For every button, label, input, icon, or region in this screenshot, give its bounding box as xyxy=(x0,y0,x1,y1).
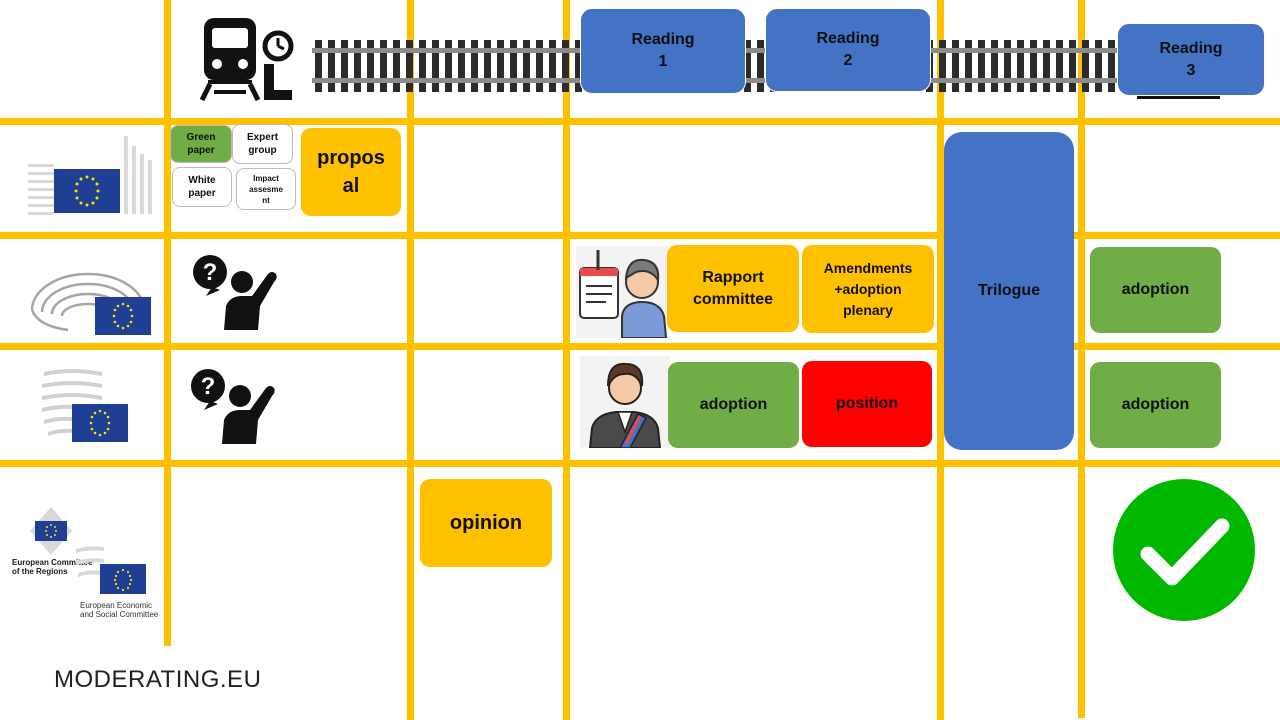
trilogue-box: Trilogue xyxy=(944,132,1074,450)
grid-vline-1 xyxy=(164,0,171,646)
council-position-box: position xyxy=(802,361,932,447)
committee-of-regions-logo xyxy=(30,507,72,555)
minister-illustration xyxy=(580,356,670,448)
grid-hline-1 xyxy=(0,118,1280,125)
reading-2-box: Reading 2 xyxy=(765,8,931,92)
grid-vline-5 xyxy=(1078,0,1085,718)
cor-label: European Committee of the Regions xyxy=(12,558,93,576)
white-paper-box: White paper xyxy=(172,167,232,207)
svg-text:?: ? xyxy=(201,373,216,400)
grid-hline-2 xyxy=(0,232,1280,239)
expert-group-box: Expert group xyxy=(232,124,293,164)
european-parliament-logo xyxy=(30,272,151,335)
parliament-adoption-box: adoption xyxy=(1090,247,1221,333)
rapport-committee-box: Rapport committee xyxy=(667,245,799,332)
grid-vline-3 xyxy=(563,0,570,720)
proposal-box: propos al xyxy=(301,128,401,216)
moderating-eu-logo: MODERATING.EU xyxy=(54,666,262,693)
council-final-adoption-box: adoption xyxy=(1090,362,1221,448)
eesc-label: European Economic and Social Committee xyxy=(80,601,159,619)
train-station-icon xyxy=(200,18,294,102)
reading-3-box: Reading 3 xyxy=(1117,23,1265,96)
reading-1-box: Reading 1 xyxy=(580,8,746,94)
check-icon xyxy=(1113,479,1255,621)
grid-vline-2 xyxy=(407,0,414,720)
amendments-plenary-box: Amendments +adoption plenary xyxy=(802,245,934,333)
svg-text:?: ? xyxy=(203,259,218,286)
grid-vline-4 xyxy=(937,0,944,720)
opinion-box: opinion xyxy=(420,479,552,567)
rapporteur-illustration xyxy=(576,246,668,338)
council-eu-logo xyxy=(42,369,128,442)
grid-hline-3 xyxy=(0,343,1280,350)
impact-assessment-box: Impact assesme nt xyxy=(236,168,296,210)
question-person-icon: ? xyxy=(193,255,277,330)
grid-hline-4 xyxy=(0,460,1280,467)
council-adoption-box: adoption xyxy=(668,362,799,448)
green-paper-box: Green paper xyxy=(170,125,232,163)
european-commission-logo xyxy=(28,136,152,215)
eesc-logo xyxy=(76,546,146,594)
question-person-icon-2: ? xyxy=(191,369,275,444)
